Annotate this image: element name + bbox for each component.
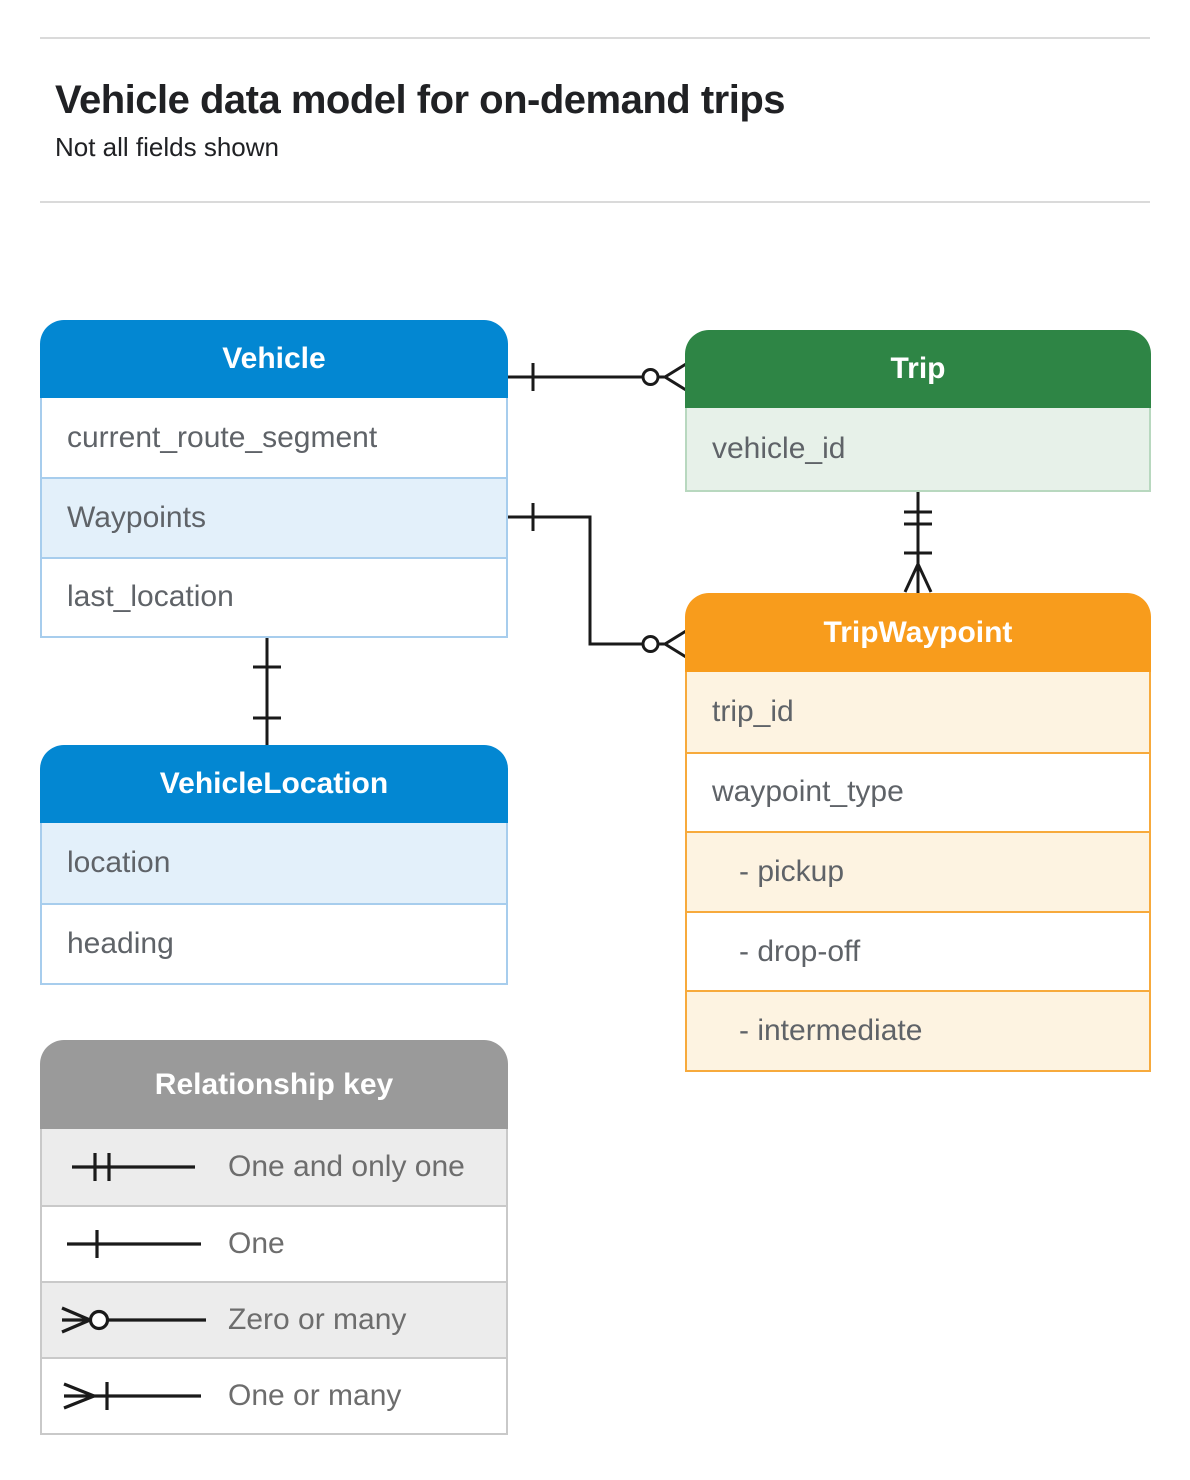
field-row: waypoint_type: [687, 751, 1149, 832]
field-row: - intermediate: [687, 990, 1149, 1070]
top-divider: [40, 37, 1150, 39]
header-divider: [40, 201, 1150, 203]
entity-trip: Trip vehicle_id: [685, 330, 1151, 492]
one-or-many-icon: [63, 1382, 201, 1410]
field-row: location: [42, 823, 506, 903]
key-label: Zero or many: [228, 1303, 407, 1336]
field-row: trip_id: [687, 672, 1149, 752]
field-label: - drop-off: [739, 934, 861, 968]
entity-trip-waypoint-title: TripWaypoint: [685, 593, 1151, 672]
key-row-one: One: [42, 1205, 506, 1281]
key-row-one-and-only-one: One and only one: [42, 1129, 506, 1205]
relationship-key-rows: One and only one One Zero or many: [40, 1129, 508, 1435]
entity-vehicle-location-title: VehicleLocation: [40, 745, 508, 823]
connector-waypoints-tripwaypoint: [508, 503, 687, 659]
one-and-only-one-icon: [72, 1153, 195, 1181]
key-label: One or many: [228, 1379, 402, 1412]
relationship-key-title: Relationship key: [40, 1040, 508, 1129]
entity-trip-waypoint-fields: trip_id waypoint_type - pickup - drop-off - …: [685, 672, 1151, 1072]
key-row-one-or-many: One or many: [42, 1357, 506, 1433]
connector-vehicle-vehiclelocation: [253, 636, 281, 745]
field-row: Waypoints: [42, 477, 506, 557]
relationship-key: Relationship key One and only one One: [40, 1040, 508, 1435]
field-label: current_route_segment: [67, 420, 378, 454]
key-label: One and only one: [228, 1150, 465, 1183]
field-label: vehicle_id: [712, 432, 846, 465]
field-row: - pickup: [687, 831, 1149, 911]
field-row: heading: [42, 903, 506, 983]
field-label: heading: [67, 927, 174, 960]
field-label: Waypoints: [67, 500, 206, 534]
connector-trip-tripwaypoint: [903, 490, 933, 593]
field-label: - pickup: [739, 854, 845, 888]
key-label: One: [228, 1227, 285, 1260]
entity-vehicle-title: Vehicle: [40, 320, 508, 398]
field-label: waypoint_type: [712, 775, 904, 809]
page-title: Vehicle data model for on-demand trips: [55, 78, 786, 122]
entity-trip-title: Trip: [685, 330, 1151, 408]
entity-vehicle-location: VehicleLocation location heading: [40, 745, 508, 985]
entity-trip-fields: vehicle_id: [685, 408, 1151, 492]
field-label: - intermediate: [739, 1014, 923, 1048]
field-row: - drop-off: [687, 910, 1149, 991]
field-row: last_location: [42, 556, 506, 636]
page-subtitle: Not all fields shown: [55, 132, 279, 162]
entity-trip-waypoint: TripWaypoint trip_id waypoint_type - picku…: [685, 593, 1151, 1072]
one-icon: [67, 1230, 201, 1258]
entity-vehicle-location-fields: location heading: [40, 823, 508, 985]
zero-or-many-icon: [61, 1306, 206, 1334]
field-row: vehicle_id: [687, 408, 1149, 490]
field-label: last_location: [67, 580, 234, 614]
field-label: location: [67, 846, 171, 879]
field-row: current_route_segment: [42, 398, 506, 478]
connector-vehicle-trip: [508, 362, 687, 392]
field-label: trip_id: [712, 694, 794, 728]
key-row-zero-or-many: Zero or many: [42, 1281, 506, 1357]
